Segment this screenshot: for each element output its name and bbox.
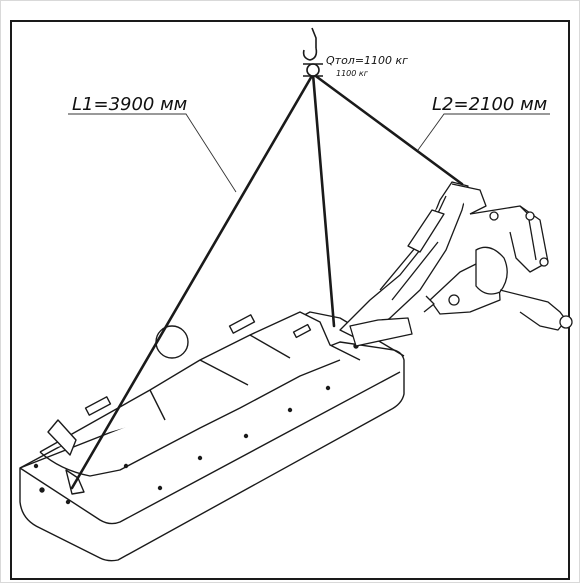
sling-left-length-label: L1=3900 мм [72,94,187,115]
mower-body [19,311,405,562]
three-point-hitch [339,181,573,347]
load-capacity-shadow-label: 1100 кг [336,69,369,78]
crane-hook-icon [302,27,323,77]
slings [70,72,464,490]
sling-right-line [311,72,464,186]
load-capacity-label: Qтол=1100 кг [326,54,408,67]
sling-middle-line [311,72,336,328]
leader-right [417,113,550,151]
leader-left [68,113,237,193]
sling-right-length-label: L2=2100 мм [432,94,547,115]
leader-lines [68,113,550,193]
sling-left-line [70,72,315,490]
